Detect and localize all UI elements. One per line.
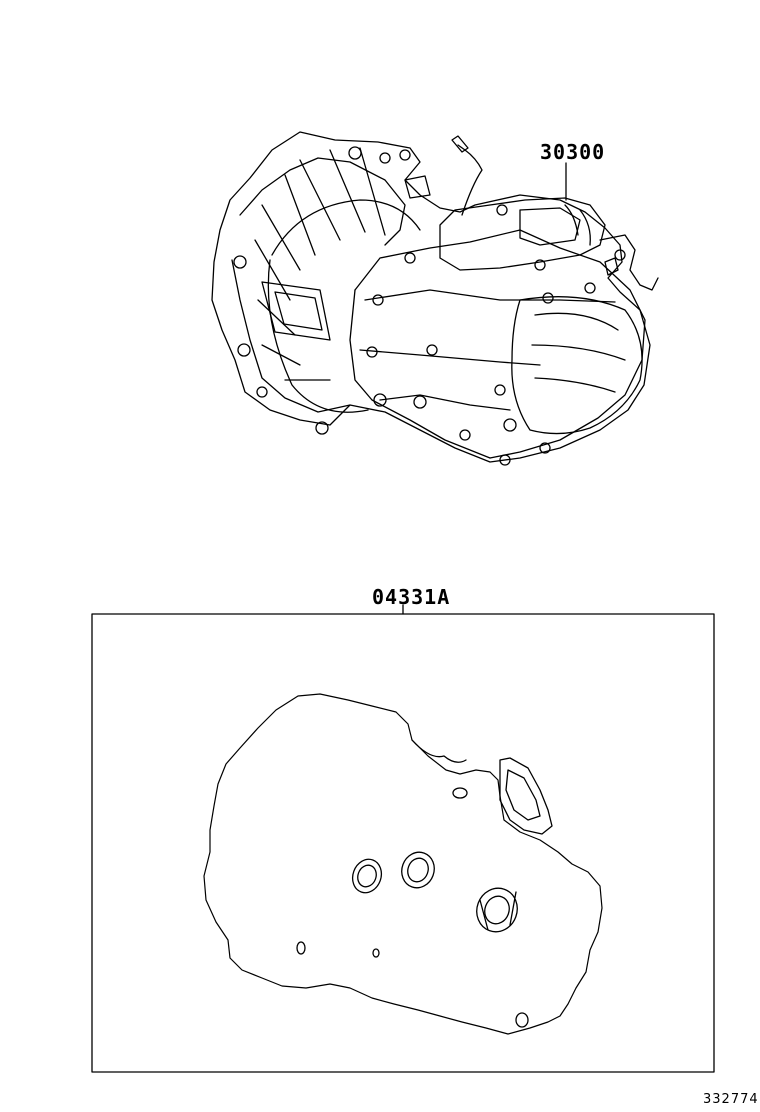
bolt-heads <box>233 146 626 466</box>
transaxle-assembly-drawing <box>211 131 659 466</box>
end-cover <box>511 296 643 435</box>
sensor-wire <box>457 144 483 216</box>
bell-housing <box>211 131 651 463</box>
callout-30300: 30300 <box>540 140 606 164</box>
o-rings <box>296 787 529 1028</box>
transmission-case <box>354 229 646 459</box>
figure-number: 332774 <box>703 1092 759 1107</box>
gasket-kit-box <box>91 604 715 1073</box>
oil-seals <box>351 851 518 933</box>
tab-gasket <box>499 757 553 835</box>
shift-housing <box>439 197 606 271</box>
callout-04331A: 04331A <box>372 585 451 609</box>
